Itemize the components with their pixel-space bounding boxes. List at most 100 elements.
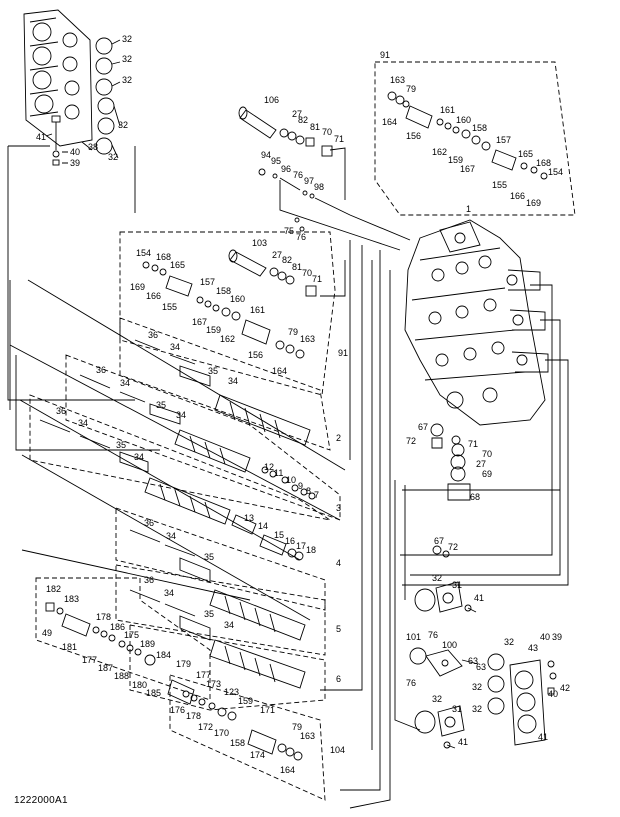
label-81: 81: [292, 262, 302, 272]
label-159: 159: [206, 325, 221, 335]
label-41: 41: [36, 132, 46, 142]
label-34: 34: [134, 452, 144, 462]
label-178: 178: [186, 711, 201, 721]
cover-plate-right: [487, 653, 557, 746]
label-101: 101: [406, 632, 421, 642]
label-36: 36: [96, 365, 106, 375]
label-31: 31: [452, 580, 462, 590]
label-39: 39: [70, 158, 80, 168]
main-valve-body: [404, 219, 549, 426]
label-98: 98: [314, 182, 324, 192]
label-27: 27: [272, 250, 282, 260]
label-164: 164: [382, 117, 397, 127]
label-167: 167: [460, 164, 475, 174]
label-36: 36: [144, 575, 154, 585]
label-79: 79: [288, 327, 298, 337]
label-173: 173: [206, 679, 221, 689]
label-31: 31: [452, 704, 462, 714]
label-174: 174: [250, 750, 265, 760]
label-159: 159: [238, 696, 253, 706]
label-158: 158: [230, 738, 245, 748]
label-16: 16: [285, 536, 295, 546]
label-36: 36: [56, 406, 66, 416]
label-32: 32: [472, 704, 482, 714]
label-185: 185: [146, 688, 161, 698]
spool-5: [115, 564, 326, 656]
label-40: 40: [548, 689, 558, 699]
label-70: 70: [302, 268, 312, 278]
plug-68: [430, 423, 471, 501]
label-170: 170: [214, 728, 229, 738]
label-11: 11: [274, 468, 283, 478]
label-100: 100: [442, 640, 457, 650]
label-160: 160: [230, 294, 245, 304]
label-157: 157: [200, 277, 215, 287]
label-94: 94: [261, 150, 271, 160]
label-1: 1: [466, 204, 471, 214]
label-175: 175: [124, 630, 139, 640]
kit-lower-left: [35, 577, 211, 705]
label-17: 17: [296, 541, 306, 551]
label-177: 177: [196, 670, 211, 680]
label-187: 187: [98, 663, 113, 673]
label-34: 34: [164, 588, 174, 598]
label-14: 14: [258, 521, 268, 531]
cover-plate-top-left: [23, 9, 93, 147]
spool-3: [65, 354, 341, 521]
label-91: 91: [338, 348, 348, 358]
label-76: 76: [293, 170, 303, 180]
label-72: 72: [406, 436, 416, 446]
label-32: 32: [432, 573, 442, 583]
label-34: 34: [176, 410, 186, 420]
label-166: 166: [510, 191, 525, 201]
label-35: 35: [208, 366, 218, 376]
label-172: 172: [198, 722, 213, 732]
label-41: 41: [474, 593, 484, 603]
label-164: 164: [272, 366, 287, 376]
label-168: 168: [156, 252, 171, 262]
label-75: 75: [284, 226, 294, 236]
label-34: 34: [120, 378, 130, 388]
label-169: 169: [130, 282, 145, 292]
label-63: 63: [468, 656, 478, 666]
spool-6: [129, 624, 326, 711]
label-41: 41: [538, 732, 548, 742]
label-167: 167: [192, 317, 207, 327]
label-171: 171: [260, 705, 275, 715]
label-32: 32: [122, 75, 132, 85]
label-32: 32: [432, 694, 442, 704]
label-71: 71: [334, 134, 344, 144]
label-70: 70: [482, 449, 492, 459]
label-36: 36: [144, 518, 154, 528]
label-69: 69: [482, 469, 492, 479]
label-13: 13: [244, 513, 254, 523]
label-36: 36: [148, 330, 158, 340]
label-162: 162: [432, 147, 447, 157]
label-95: 95: [271, 156, 281, 166]
spool-4: [115, 507, 326, 611]
label-72: 72: [448, 542, 458, 552]
label-158: 158: [472, 123, 487, 133]
label-154: 154: [136, 248, 151, 258]
label-2: 2: [336, 433, 341, 443]
small-parts-94-98: [258, 168, 315, 199]
label-34: 34: [166, 531, 176, 541]
label-32: 32: [504, 637, 514, 647]
label-32: 32: [118, 120, 128, 130]
label-34: 34: [170, 342, 180, 352]
label-91: 91: [380, 50, 390, 60]
label-166: 166: [146, 291, 161, 301]
label-34: 34: [228, 376, 238, 386]
label-82: 82: [298, 115, 308, 125]
label-35: 35: [204, 609, 214, 619]
label-76: 76: [296, 232, 306, 242]
label-158: 158: [216, 286, 231, 296]
label-96: 96: [281, 164, 291, 174]
label-67: 67: [418, 422, 428, 432]
label-9: 9: [298, 481, 303, 491]
label-38: 38: [88, 142, 98, 152]
label-71: 71: [312, 274, 322, 284]
label-156: 156: [406, 131, 421, 141]
label-27: 27: [476, 459, 486, 469]
o-rings-32-top: [95, 37, 115, 155]
